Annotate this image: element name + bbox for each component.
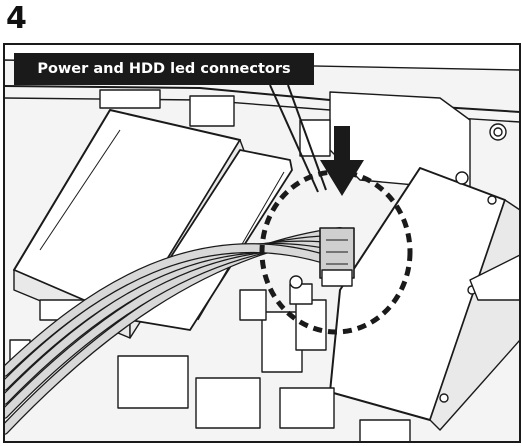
cable-bundle xyxy=(4,227,345,435)
led-connector-plug xyxy=(319,227,355,287)
hard-drive-right xyxy=(329,167,520,431)
illustration-frame xyxy=(3,43,521,443)
board-connector-1 xyxy=(117,355,189,409)
top-connector-1 xyxy=(189,95,235,127)
callout-label: Power and HDD led connectors xyxy=(14,53,314,85)
down-arrow-icon xyxy=(320,126,364,196)
drive-screw xyxy=(455,171,469,185)
step-number: 4 xyxy=(6,1,27,36)
